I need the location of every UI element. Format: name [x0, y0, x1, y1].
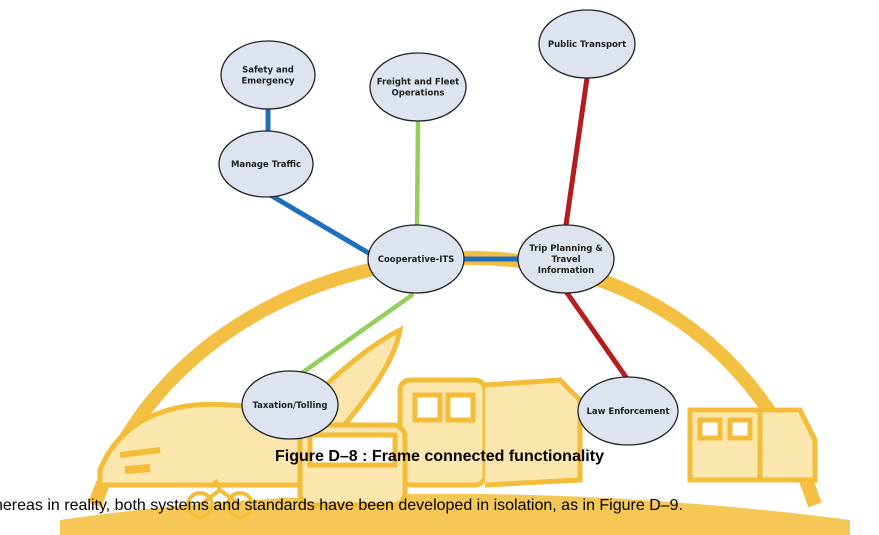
node-shape [538, 9, 636, 79]
link-trip-planning-law [562, 287, 631, 383]
link-freight-cits [414, 117, 421, 230]
node-public-transport: Public Transport [538, 9, 636, 79]
bicycle-illustration [186, 479, 254, 519]
link-cits-taxation [289, 292, 415, 383]
metro-illustration [397, 377, 583, 488]
node-shape [577, 376, 679, 446]
node-cits: Cooperative-ITS [367, 224, 465, 294]
node-shape [220, 40, 316, 110]
node-label: Information [538, 266, 594, 276]
node-label: Taxation/Tolling [252, 401, 327, 411]
node-label: Cooperative-ITS [378, 255, 455, 265]
node-taxation: Taxation/Tolling [241, 370, 339, 440]
figure-caption: Figure D–8 : Frame connected functionali… [275, 448, 604, 465]
node-label: Law Enforcement [586, 407, 669, 417]
transport-background-illustration [60, 250, 850, 535]
link-public-transport-trip-planning [562, 75, 590, 235]
node-label: Travel [551, 255, 580, 265]
node-label: Operations [392, 89, 445, 99]
node-shape [517, 224, 615, 294]
node-shape [241, 370, 339, 440]
node-shape [367, 224, 465, 294]
node-label: Emergency [241, 77, 295, 87]
connections [265, 75, 631, 383]
node-label: Freight and Fleet [377, 78, 459, 88]
node-label: Manage Traffic [231, 160, 301, 170]
link-manage-traffic-cits [269, 193, 375, 258]
truck-illustration [687, 407, 818, 483]
node-law: Law Enforcement [577, 376, 679, 446]
node-shape [369, 52, 467, 122]
node-shape [218, 130, 314, 198]
golden-arch-base [60, 493, 850, 535]
node-manage-traffic: Manage Traffic [218, 130, 314, 198]
node-label: Public Transport [548, 40, 626, 50]
bus-illustration [297, 422, 408, 508]
body-text: hereas in reality, both systems and stan… [0, 497, 683, 514]
node-label: Trip Planning & [529, 244, 603, 254]
node-label: Safety and [242, 66, 294, 76]
